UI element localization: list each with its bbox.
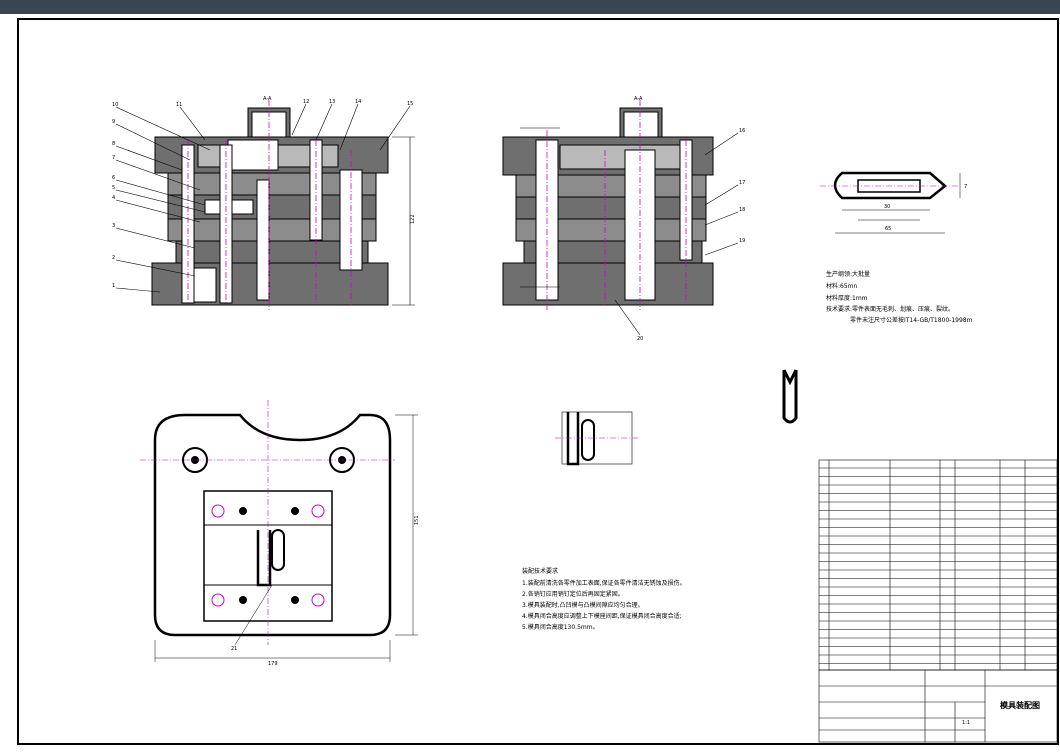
section-label-left: A-A <box>263 96 272 102</box>
balloon-8: 8 <box>112 141 115 147</box>
left-section-view: A-A 122 <box>112 96 416 310</box>
dim-plan-width: 179 <box>268 661 278 667</box>
drawing-sheet: A-A 122 <box>0 14 1060 751</box>
tech-item-3: 3.模具装配时,凸凹模与凸模间隙应均匀合理。 <box>522 601 644 609</box>
balloon-15: 15 <box>407 101 413 107</box>
balloon-4: 4 <box>112 195 115 201</box>
dim-height-left: 122 <box>410 214 416 224</box>
section-label-mid: A-A <box>634 96 643 102</box>
material-block: 生产纲领:大批量 材料:65mn 材料厚度:1mm 技术要求:零件表面无毛刺、划… <box>826 270 973 324</box>
balloon-6: 6 <box>112 175 115 181</box>
balloon-13: 13 <box>329 99 335 105</box>
part-dim-width: 7 <box>964 184 967 190</box>
material-line-5: 零件未注尺寸公差按IT14-GB/T1800-1998m <box>850 316 973 324</box>
middle-section-view: A-A 16 17 18 19 20 <box>502 96 745 342</box>
tech-item-2: 2.各销钉应用销钉定位后再固定紧固。 <box>522 590 624 598</box>
drawing-canvas: A-A 122 <box>17 18 1059 745</box>
balloon-18: 18 <box>739 207 745 213</box>
material-line-4: 技术要求:零件表面无毛刺、划痕、压痕、裂纹。 <box>826 305 954 313</box>
title-block-title: 模具装配图 <box>1000 700 1040 710</box>
part-dim-length: 65 <box>885 226 891 232</box>
balloon-20: 20 <box>637 336 643 342</box>
tech-requirements: 装配技术要求 1.装配前清洗各零件加工表面,保证各零件清洁无锈蚀及损伤。 2.各… <box>522 567 686 631</box>
window-title-bar <box>0 0 1060 14</box>
tech-item-5: 5.模具闭合高度130.5mm。 <box>522 623 599 631</box>
balloon-7: 7 <box>112 155 115 161</box>
dim-plan-height: 151 <box>414 515 420 525</box>
balloon-9: 9 <box>112 119 115 125</box>
tech-item-4: 4.模具闭合高度应调整上下模座间距,保证模具闭合高度合适; <box>522 612 682 620</box>
balloon-1: 1 <box>112 283 115 289</box>
balloon-10: 10 <box>112 102 118 108</box>
balloon-5: 5 <box>112 185 115 191</box>
balloon-16: 16 <box>739 128 745 134</box>
balloon-3: 3 <box>112 223 115 229</box>
balloon-17: 17 <box>739 180 745 186</box>
bent-part-shape <box>782 370 798 424</box>
material-line-2: 材料:65mn <box>826 282 858 290</box>
part-dim-inner: 30 <box>884 204 890 210</box>
material-line-3: 材料厚度:1mm <box>826 294 868 302</box>
parts-list <box>818 459 1058 671</box>
balloon-11: 11 <box>176 102 182 108</box>
material-line-1: 生产纲领:大批量 <box>826 270 870 278</box>
balloon-21: 21 <box>231 646 237 652</box>
tech-title: 装配技术要求 <box>522 567 558 575</box>
balloon-19: 19 <box>739 238 745 244</box>
title-block <box>818 669 1058 743</box>
title-block-scale: 1:1 <box>962 720 970 726</box>
balloon-12: 12 <box>303 99 309 105</box>
part-drawing: 65 30 7 <box>820 171 967 234</box>
balloon-14: 14 <box>355 99 361 105</box>
profile-view <box>555 411 640 466</box>
plan-view: 179 151 21 <box>140 400 420 667</box>
parts-list-rows <box>819 467 1057 664</box>
tech-item-1: 1.装配前清洗各零件加工表面,保证各零件清洁无锈蚀及损伤。 <box>522 579 686 587</box>
balloon-2: 2 <box>112 255 115 261</box>
sheet-border <box>17 18 1059 745</box>
